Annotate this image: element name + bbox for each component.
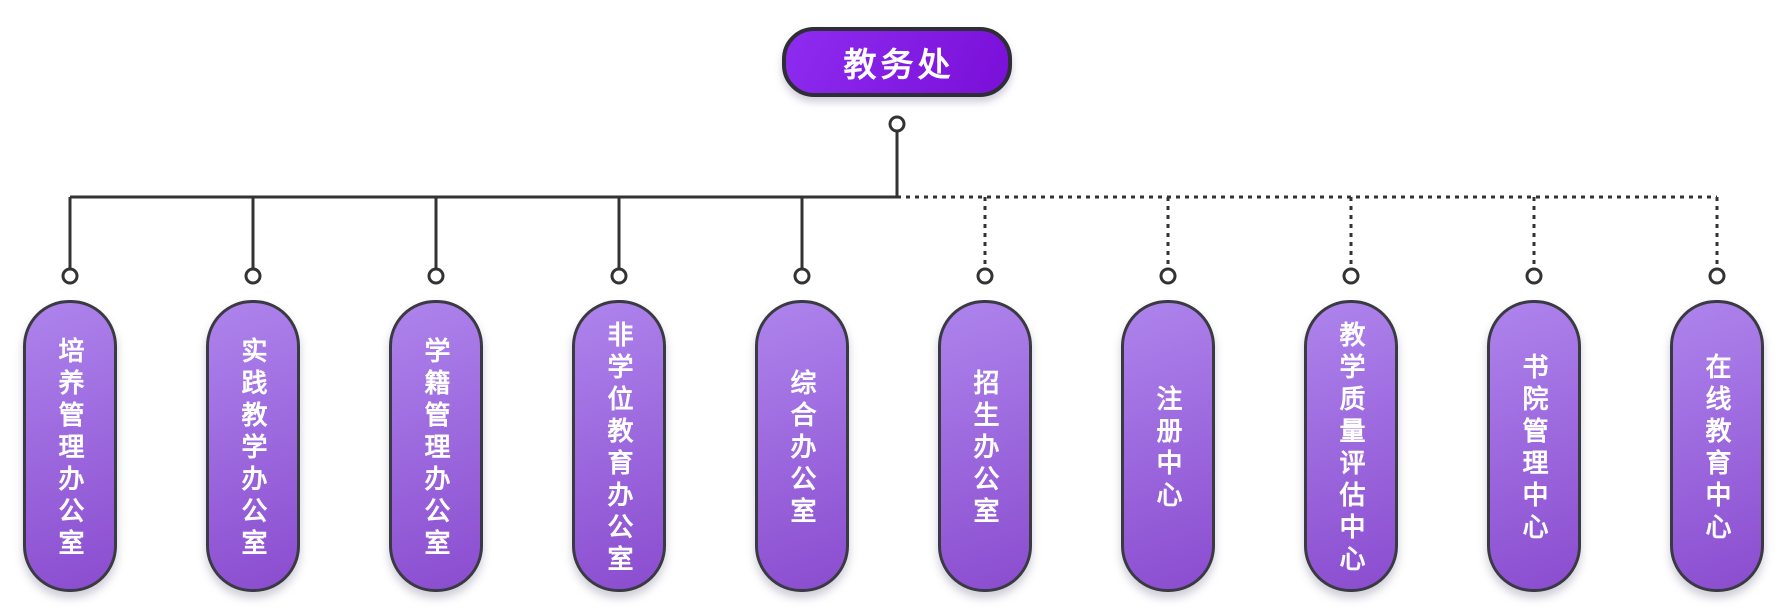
branch-node-label: 非学位教育办公室 [604, 321, 634, 577]
branch-node-9[interactable]: 书院管理中心 [1487, 300, 1581, 592]
root-connector-circle [888, 115, 906, 133]
branch-node-8[interactable]: 教学质量评估中心 [1304, 300, 1398, 592]
root-node[interactable]: 教务处 [782, 27, 1012, 97]
branch-node-label: 在线教育中心 [1702, 353, 1732, 545]
branch-connector-circle-9 [1525, 267, 1543, 285]
branch-connector-circle-10 [1708, 267, 1726, 285]
branch-connector-circle-5 [793, 267, 811, 285]
branch-node-5[interactable]: 综合办公室 [755, 300, 849, 592]
branch-connector-circle-3 [427, 267, 445, 285]
branch-connector-circle-2 [244, 267, 262, 285]
branch-node-label: 教学质量评估中心 [1336, 321, 1366, 577]
branch-node-label: 学籍管理办公室 [421, 337, 451, 561]
branch-connector-circle-1 [61, 267, 79, 285]
branch-connector-circle-8 [1342, 267, 1360, 285]
branch-node-label: 综合办公室 [787, 369, 817, 529]
branch-node-label: 书院管理中心 [1519, 353, 1549, 545]
branch-node-label: 注册中心 [1153, 385, 1183, 513]
branch-node-label: 实践教学办公室 [238, 337, 268, 561]
branch-node-label: 招生办公室 [970, 369, 1000, 529]
branch-node-10[interactable]: 在线教育中心 [1670, 300, 1764, 592]
branch-node-6[interactable]: 招生办公室 [938, 300, 1032, 592]
branch-node-2[interactable]: 实践教学办公室 [206, 300, 300, 592]
branch-node-label: 培养管理办公室 [55, 337, 85, 561]
root-node-label: 教务处 [843, 46, 955, 83]
branch-connector-circle-7 [1159, 267, 1177, 285]
branch-connector-circle-4 [610, 267, 628, 285]
branch-node-3[interactable]: 学籍管理办公室 [389, 300, 483, 592]
branch-node-7[interactable]: 注册中心 [1121, 300, 1215, 592]
branch-node-4[interactable]: 非学位教育办公室 [572, 300, 666, 592]
branch-connector-circle-6 [976, 267, 994, 285]
branch-node-1[interactable]: 培养管理办公室 [23, 300, 117, 592]
